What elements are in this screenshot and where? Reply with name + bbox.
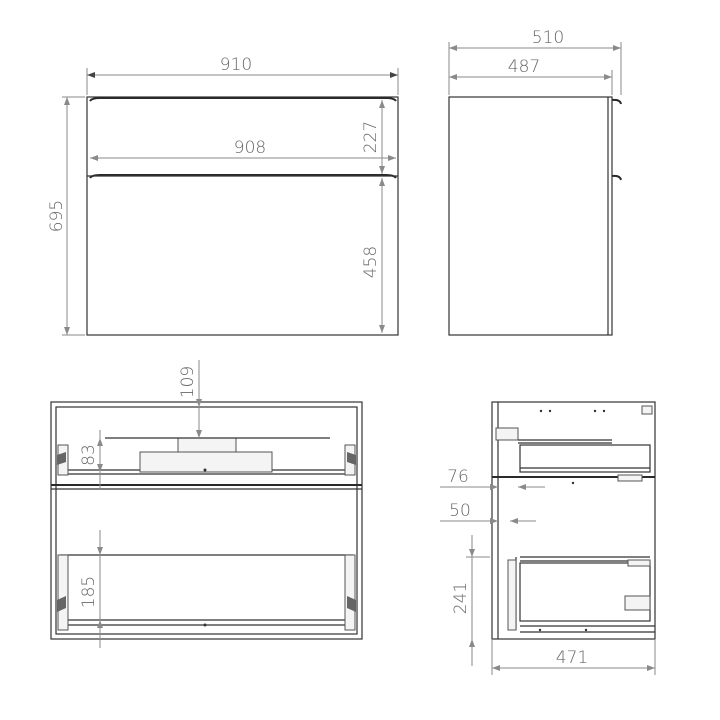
dim-side-depth-inner: 487: [449, 57, 613, 95]
dim-label-471: 471: [556, 648, 588, 668]
dim-side-inner-depth: 471: [491, 640, 656, 675]
dim-front-width-inner: 908: [90, 138, 396, 161]
dim-label-185: 185: [79, 576, 99, 608]
dim-label-510: 510: [532, 28, 564, 48]
dim-label-908: 908: [234, 138, 266, 158]
side-cabinet-body: [448, 96, 613, 336]
side-section: [491, 401, 656, 640]
front-cabinet-body: [86, 96, 399, 336]
front-elevation: [86, 96, 399, 336]
dim-label-458: 458: [361, 246, 381, 278]
dim-side-lower-height: 241: [451, 535, 490, 666]
dim-lower-drawer-height: 185: [79, 530, 103, 648]
dim-front-height-total: 695: [47, 96, 85, 336]
dim-label-910: 910: [220, 55, 252, 75]
dim-side-depth-outer: 510: [448, 28, 622, 95]
dim-bottom-drawer-height: 458: [361, 178, 385, 333]
dim-side-offset-lower: 50: [440, 501, 536, 524]
dim-label-227: 227: [361, 121, 381, 153]
dim-label-83: 83: [79, 444, 99, 466]
dim-front-width-outer: 910: [86, 55, 399, 95]
dim-upper-drawer-height: 83: [79, 430, 103, 490]
section-cabinet-body: [50, 401, 363, 640]
dim-top-drawer-height: 227: [361, 100, 385, 174]
dim-label-487: 487: [508, 57, 540, 77]
dim-label-241: 241: [451, 582, 471, 614]
front-section: [50, 401, 363, 640]
dim-label-109: 109: [178, 366, 198, 398]
side-elevation: [448, 96, 622, 336]
dim-label-695: 695: [47, 200, 67, 232]
dim-top-clearance: 109: [178, 360, 202, 438]
front-top-drawer-edge: [89, 97, 397, 102]
dim-side-offset-upper: 76: [440, 467, 545, 490]
dim-label-76: 76: [447, 467, 469, 487]
dim-label-50: 50: [449, 501, 471, 521]
